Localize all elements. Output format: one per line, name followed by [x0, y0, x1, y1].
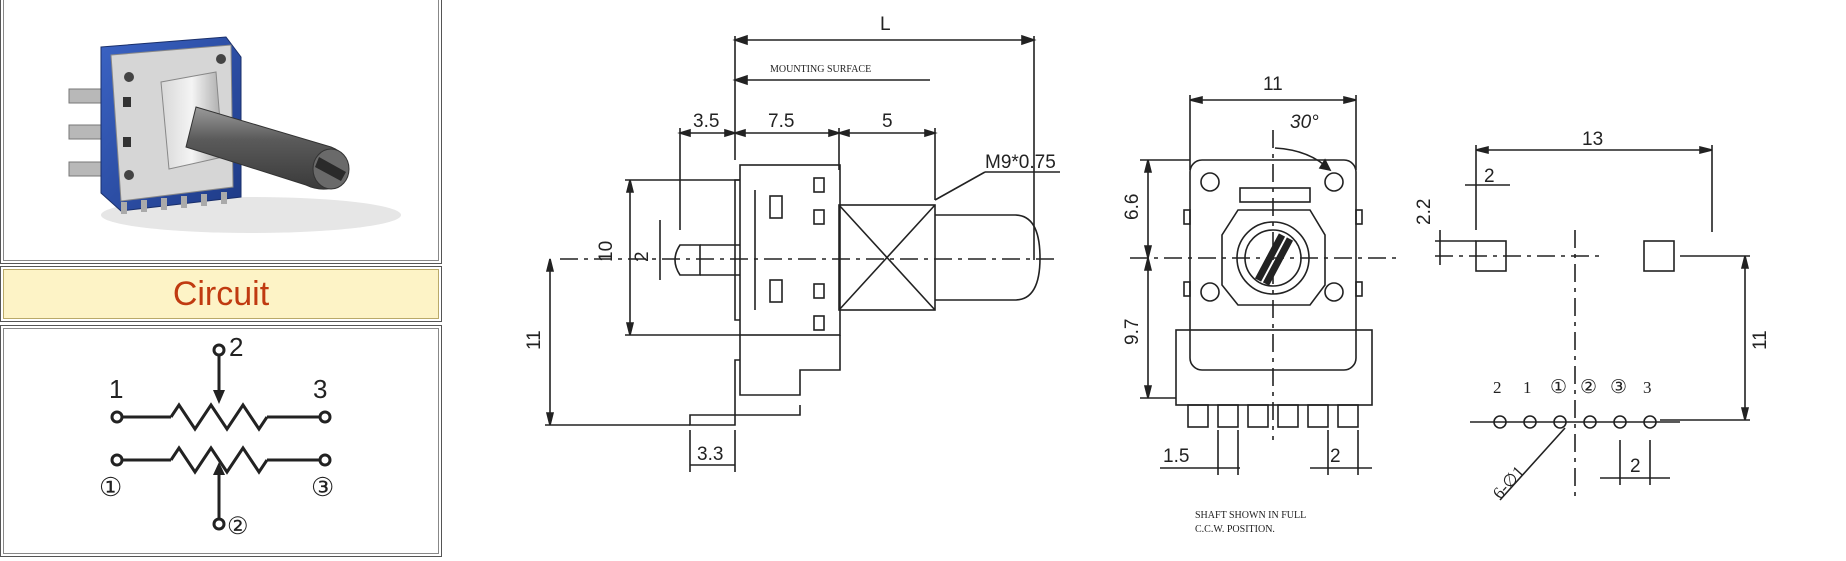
mounting-surface-label: MOUNTING SURFACE [770, 64, 871, 75]
note-line1: SHAFT SHOWN IN FULL [1195, 510, 1306, 521]
dim-2-2: 2.2 [1414, 199, 1435, 225]
dim-11-side: 11 [524, 330, 545, 350]
dim-11-pcb: 11 [1750, 330, 1771, 350]
dim-7-5: 7.5 [768, 111, 794, 132]
dim-11-front: 11 [1263, 74, 1283, 95]
dim-3-3: 3.3 [697, 444, 723, 465]
circuit-header-label: Circuit [172, 274, 270, 313]
front-view-labels: 11 30° 6.6 9.7 1.5 2 SHAFT SHOWN IN FULL… [1122, 74, 1341, 535]
front-view [1130, 95, 1400, 475]
product-photo-panel [0, 0, 442, 264]
angle-30: 30° [1290, 112, 1319, 133]
dim-2-pcb-bottom: 2 [1630, 456, 1641, 477]
thread-spec: M9*0.75 [985, 152, 1056, 173]
dim-1-5: 1.5 [1163, 446, 1189, 467]
pcb-pin-label-6: 3 [1643, 378, 1652, 397]
circuit-schematic: 2 1 3 ① ③ ② [99, 332, 334, 540]
dim-6-6: 6.6 [1122, 194, 1143, 220]
dim-10: 10 [596, 241, 617, 262]
hole-spec: 6-∅1 [1489, 462, 1528, 503]
circuit-pin-left: 1 [109, 374, 123, 404]
pcb-pin-label-4: ② [1580, 377, 1597, 398]
dim-2-front: 2 [1330, 446, 1341, 467]
pcb-layout-labels: 13 2 2.2 11 2 1 ① ② ③ 3 6-∅1 2 [1414, 129, 1771, 503]
dim-5: 5 [882, 111, 893, 132]
circuit-pin-top: 2 [229, 332, 243, 362]
circuit-header: Circuit [0, 266, 442, 322]
dim-9-7: 9.7 [1122, 319, 1143, 345]
circuit-pin-bottom: ② [227, 514, 249, 540]
pcb-pin-label-5: ③ [1610, 377, 1627, 398]
circuit-pin-left-lower: ① [99, 473, 122, 502]
circuit-pin-right: 3 [313, 374, 327, 404]
potentiometer-image [68, 36, 401, 233]
dim-3-5: 3.5 [693, 111, 719, 132]
technical-drawing: L MOUNTING SURFACE 3.5 7.5 5 M9*0.75 10 … [524, 14, 1771, 535]
note-line2: C.C.W. POSITION. [1195, 524, 1275, 535]
circuit-schematic-panel: 2 1 3 ① ③ ② [0, 325, 442, 557]
pcb-pin-label-2: 1 [1523, 378, 1532, 397]
pcb-layout [1435, 145, 1750, 501]
side-view [545, 34, 1060, 472]
dim-2-pcb-top: 2 [1484, 166, 1495, 187]
side-view-labels: L MOUNTING SURFACE 3.5 7.5 5 M9*0.75 10 … [524, 14, 1056, 465]
dim-2-side: 2 [632, 251, 653, 262]
dim-13: 13 [1582, 129, 1603, 150]
dim-L: L [880, 14, 891, 35]
pcb-pin-label-3: ① [1550, 377, 1567, 398]
circuit-pin-right-lower: ③ [311, 473, 334, 502]
pcb-pin-label-1: 2 [1493, 378, 1502, 397]
sidebar: Circuit 2 1 3 [0, 0, 444, 557]
